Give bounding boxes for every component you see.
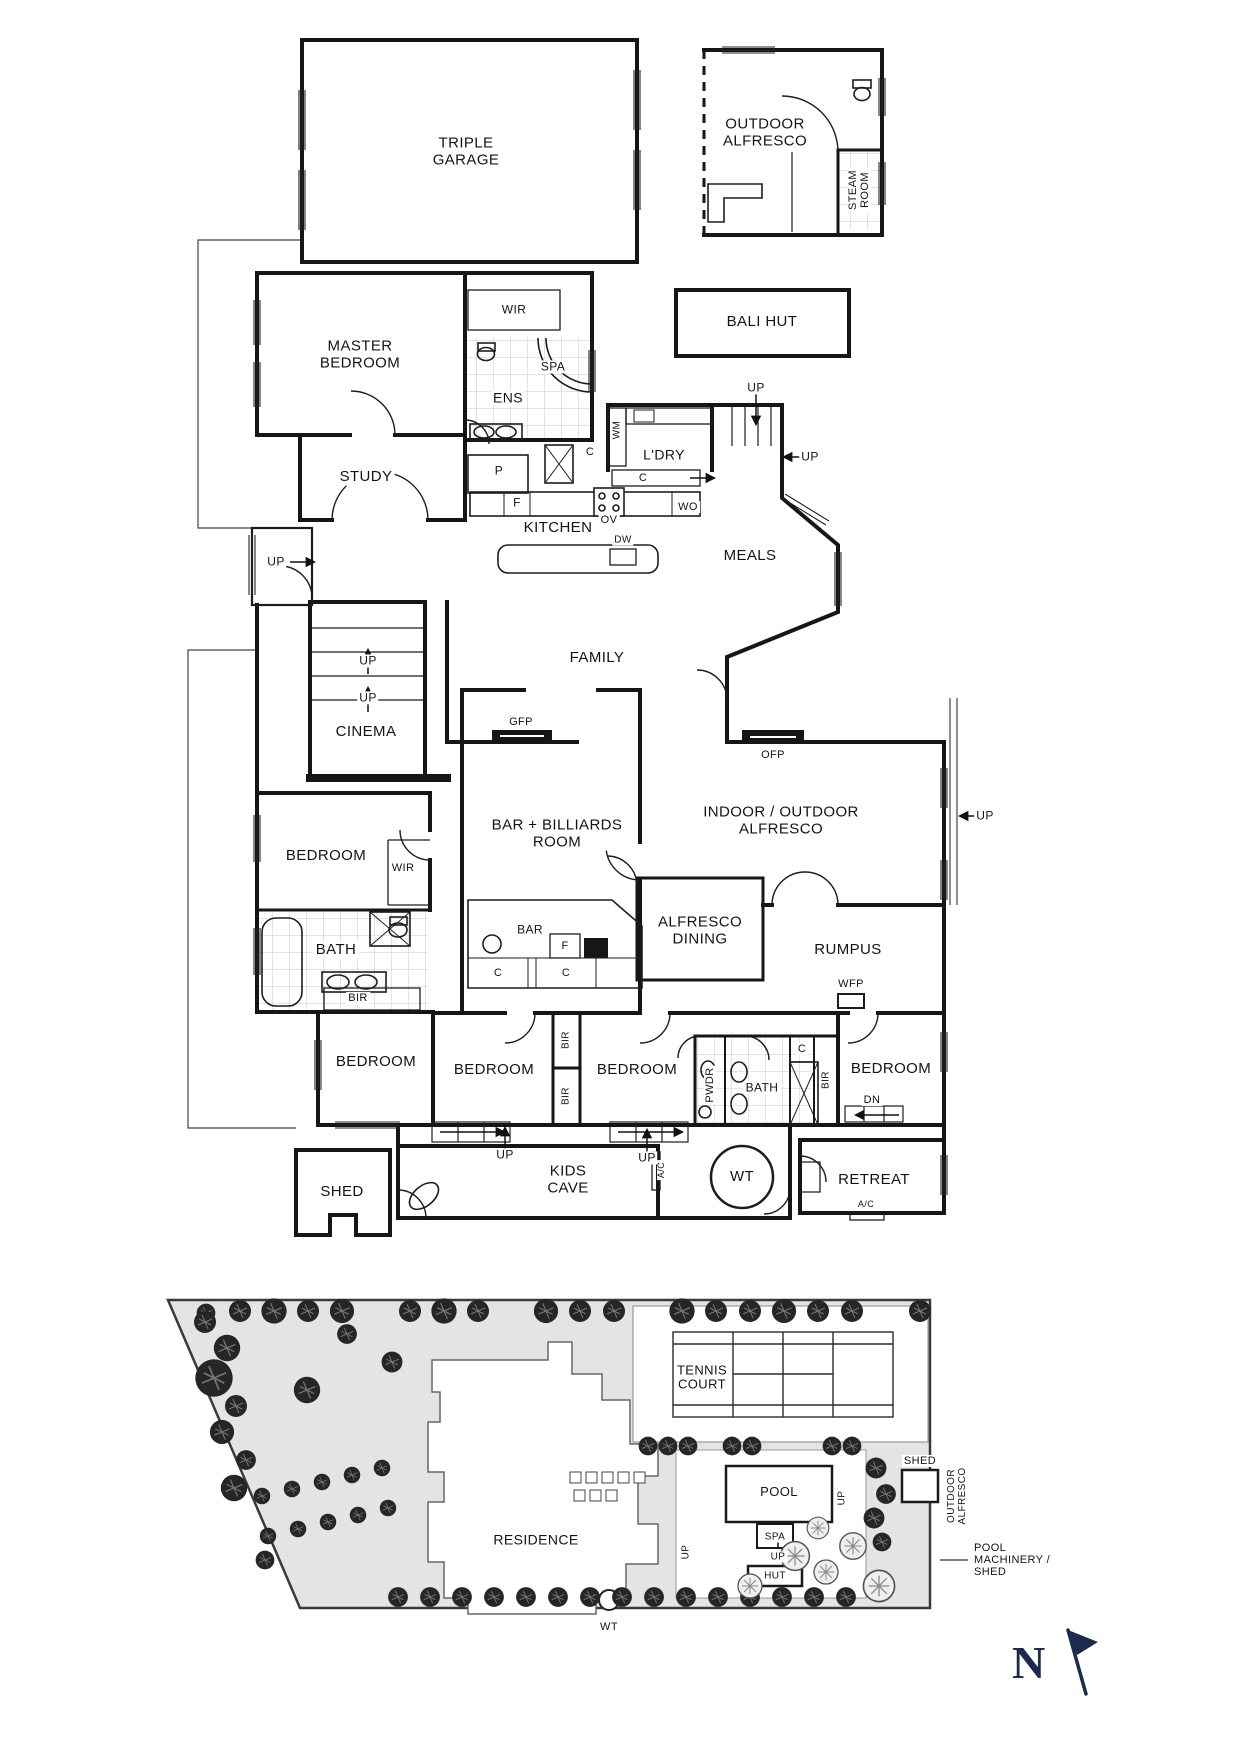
tiled-floors: [259, 152, 880, 1123]
site-plan: [166, 1297, 1098, 1696]
deck-outlines: [187, 239, 958, 1129]
site-shed-box: [900, 1468, 940, 1504]
fireplaces: [492, 730, 804, 958]
north-label: N: [1012, 1637, 1046, 1688]
fixtures: [261, 79, 885, 1221]
annotation-arrows: [290, 394, 978, 1548]
windows: [248, 46, 948, 1195]
north-arrow-icon: [1066, 1628, 1098, 1696]
pool: [724, 1464, 834, 1524]
tennis-court-lines: [672, 1331, 894, 1418]
paving-steps: [569, 1471, 646, 1502]
